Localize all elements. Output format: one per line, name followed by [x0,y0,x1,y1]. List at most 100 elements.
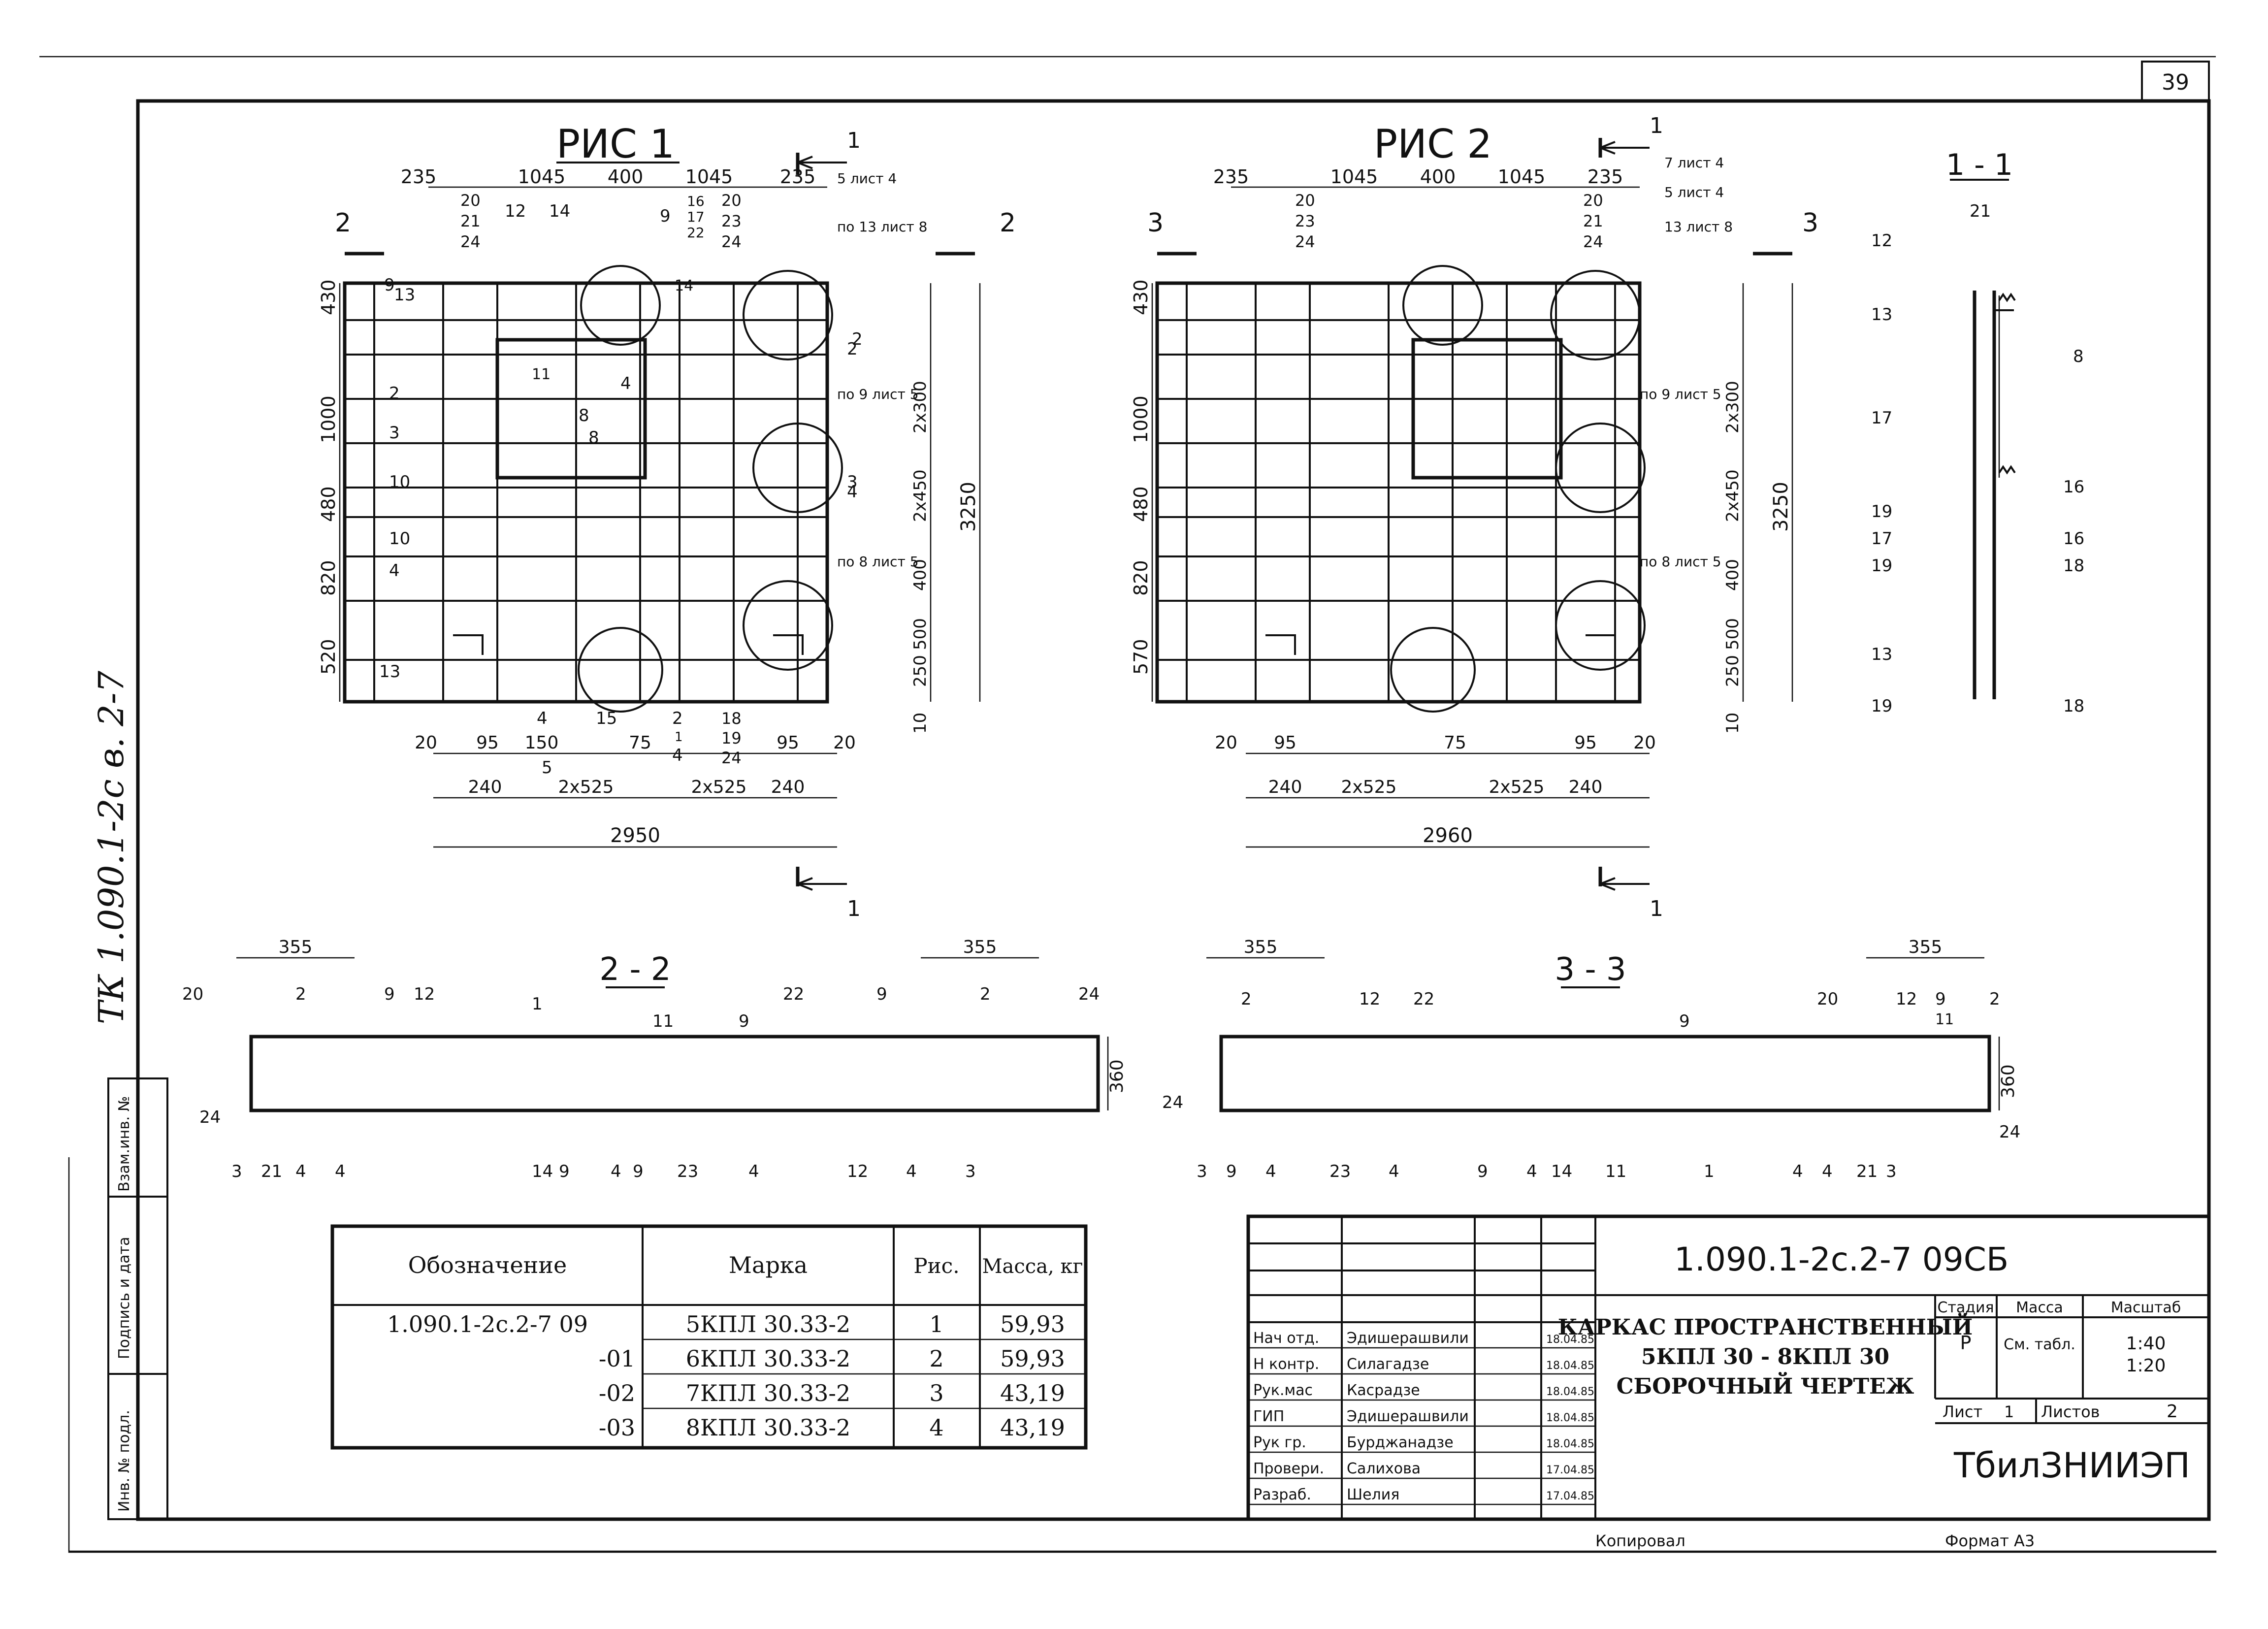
svg-text:820: 820 [1130,560,1152,596]
svg-text:22: 22 [783,984,804,1004]
svg-text:3: 3 [1197,1162,1207,1181]
svg-text:2: 2 [295,984,306,1004]
spec-cell: 5КПЛ 30.33-2 [686,1311,851,1337]
svg-text:4: 4 [1792,1162,1803,1181]
handwritten-side-note: ТК 1.090.1-2с в. 2-7 [91,671,131,1024]
staff-name: Силагадзе [1347,1356,1429,1373]
svg-text:9: 9 [384,984,395,1004]
spec-cell: -01 [599,1345,635,1372]
staff-role: Рук.мас [1253,1382,1313,1399]
svg-text:4: 4 [611,1162,621,1181]
svg-text:16: 16 [2063,477,2084,497]
svg-text:Масштаб: Масштаб [2111,1299,2181,1316]
svg-text:19: 19 [1871,556,1892,576]
svg-text:2x525: 2x525 [558,777,614,797]
svg-text:24: 24 [1078,984,1100,1004]
svg-text:10: 10 [910,713,930,734]
staff-name: Эдишерашвили [1347,1330,1469,1347]
svg-text:9: 9 [1935,989,1946,1009]
sheet-frame [136,99,2211,1521]
svg-text:КАРКАС ПРОСТРАНСТВЕННЫЙ: КАРКАС ПРОСТРАНСТВЕННЫЙ [1558,1312,1973,1340]
svg-text:8: 8 [588,428,599,448]
spec-cell: 59,93 [1000,1345,1065,1372]
svg-text:20: 20 [1295,191,1315,210]
svg-text:12: 12 [414,984,435,1004]
svg-text:1045: 1045 [685,166,733,188]
svg-text:Лист: Лист [1943,1402,1982,1421]
svg-text:23: 23 [1295,212,1315,230]
svg-text:95: 95 [1274,733,1296,753]
svg-text:9: 9 [1226,1162,1237,1181]
svg-text:24: 24 [1583,232,1603,251]
svg-text:12: 12 [1871,231,1892,251]
svg-text:20: 20 [1583,191,1603,210]
section-2-2: 2 - 2 355 355 360 20 2 9 12 1 11 9 22 9 … [182,937,1127,1181]
svg-text:4: 4 [537,709,548,728]
svg-text:3: 3 [389,423,400,443]
svg-text:1: 1 [675,730,683,745]
svg-text:4: 4 [1265,1162,1276,1181]
spec-table: Обозначение Марка Рис. Масса, кг [330,1224,1088,1450]
svg-text:21: 21 [1856,1162,1878,1181]
svg-text:4: 4 [847,482,858,502]
svg-text:2960: 2960 [1423,824,1473,847]
svg-text:14: 14 [675,277,693,294]
bottom-cut-line [68,1550,2217,1553]
svg-text:11: 11 [652,1011,674,1031]
svg-text:5: 5 [542,758,552,778]
svg-text:1045: 1045 [1330,166,1378,188]
spec-header-designation: Обозначение [408,1252,567,1278]
svg-text:11: 11 [1605,1162,1626,1181]
svg-text:20: 20 [182,984,203,1004]
svg-text:13: 13 [1871,305,1892,325]
svg-text:2x525: 2x525 [1489,777,1545,797]
staff-role: Разраб. [1253,1486,1311,1503]
svg-text:23: 23 [1329,1162,1351,1181]
svg-text:24: 24 [1999,1122,2020,1142]
svg-text:по 8 лист 5: по 8 лист 5 [837,554,919,570]
svg-text:3: 3 [231,1162,242,1181]
svg-text:2: 2 [1241,989,1252,1009]
svg-text:5 лист 4: 5 лист 4 [1664,184,1724,200]
spec-cell: 4 [929,1414,943,1441]
svg-text:4: 4 [620,374,631,393]
svg-text:7 лист 4: 7 лист 4 [1664,155,1724,171]
svg-text:95: 95 [1574,733,1597,753]
svg-text:Масса: Масса [2016,1299,2063,1316]
staff-role: ГИП [1253,1408,1284,1425]
svg-text:2: 2 [980,984,991,1004]
svg-text:12: 12 [847,1162,868,1181]
svg-text:9: 9 [1477,1162,1488,1181]
spec-cell: 1.090.1-2с.2-7 09 [387,1311,588,1337]
drawing-code: 1.090.1-2с.2-7 09СБ [1674,1240,2009,1278]
svg-text:20: 20 [721,191,742,210]
svg-text:16: 16 [687,193,705,209]
svg-text:19: 19 [1871,696,1892,716]
svg-text:12: 12 [1359,989,1380,1009]
svg-text:10: 10 [389,529,410,549]
svg-text:2x525: 2x525 [691,777,747,797]
svg-text:355: 355 [1909,937,1943,957]
svg-text:24: 24 [1295,232,1315,251]
svg-text:3: 3 [1802,208,1818,238]
svg-text:400: 400 [1420,166,1456,188]
svg-text:21: 21 [1970,201,1991,221]
svg-text:1045: 1045 [1498,166,1546,188]
svg-text:235: 235 [401,166,437,188]
svg-text:1: 1 [847,128,861,153]
staff-role: Рук гр. [1253,1434,1306,1451]
svg-text:2x525: 2x525 [1341,777,1397,797]
svg-text:2: 2 [672,709,683,728]
svg-text:520: 520 [318,639,339,675]
svg-text:3 - 3: 3 - 3 [1555,951,1626,988]
fig1-drawing: РИС 1 [318,121,1016,921]
svg-text:240: 240 [1569,777,1603,797]
sheet-number-box [2141,61,2210,102]
svg-text:75: 75 [629,733,651,753]
svg-text:13: 13 [394,285,415,305]
svg-text:24: 24 [460,232,481,251]
staff-name: Касрадзе [1347,1382,1420,1399]
staff-date: 17.04.85 [1546,1464,1594,1476]
staff-date: 18.04.85 [1546,1386,1594,1398]
